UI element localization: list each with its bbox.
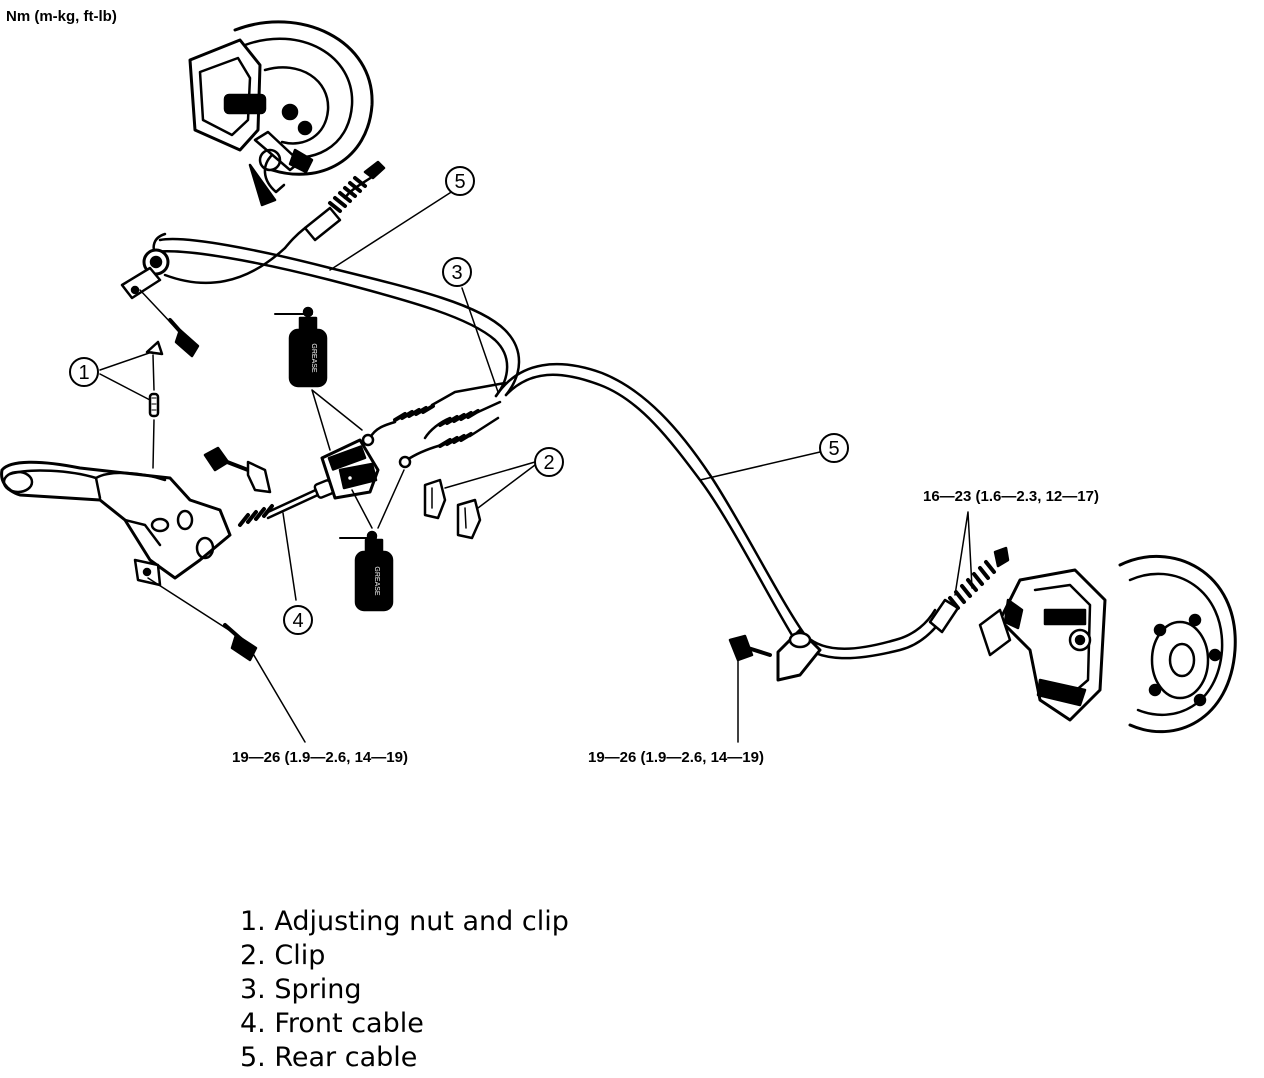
callout-1-number: 1 [78,362,89,384]
grease-label-top: GREASE [310,343,317,373]
torque-spec-caliper-cable: 16—23 (1.6—2.3, 12—17) [923,488,1099,505]
cable-equalizer [320,438,380,500]
upper-bracket-bolt [139,289,200,358]
legend-item-front-cable: 4. Front cable [240,1008,424,1039]
legend-item-spring: 3. Spring [240,974,362,1005]
callout-4: 4 [283,605,313,635]
front-cable [238,479,335,601]
adjusting-nut-and-clip [145,340,164,469]
callout-5-lower: 5 [819,433,849,463]
legend-item-clip: 2. Clip [240,940,326,971]
cable-springs [361,287,507,469]
rear-brake-assembly-left [188,20,374,207]
callout-5-upper: 5 [445,166,475,196]
rear-cable-right-end [928,511,1010,634]
rear-cable-left-end [283,160,386,250]
torque-unit-label: Nm (m-kg, ft-lb) [6,8,117,25]
grease-tube-top [274,306,363,451]
callout-3-number: 3 [451,262,462,284]
torque-spec-bracket-bolt: 19—26 (1.9—2.6, 14—19) [588,749,764,766]
parking-brake-lever [0,460,232,587]
legend-item-rear-cable: 5. Rear cable [240,1042,418,1073]
callout-1: 1 [69,357,99,387]
grease-tube-bottom [339,469,405,612]
mid-bracket-bolt [203,446,272,494]
callout-5-upper-number: 5 [454,171,465,193]
callout-5-lower-number: 5 [828,438,839,460]
rear-cable-lower-run [494,363,947,682]
rear-brake-assembly-right [978,555,1237,734]
lever-mounting-bolt [147,577,306,743]
parts-legend: 1. Adjusting nut and clip 2. Clip 3. Spr… [240,905,569,1075]
rear-cable-upper-run [120,232,521,398]
callout-3: 3 [442,257,472,287]
grease-label-bottom: GREASE [373,566,380,596]
rear-bracket-bolt [728,634,772,743]
callout-2-number: 2 [543,452,554,474]
callout-2: 2 [534,447,564,477]
cable-clips [423,461,536,540]
torque-spec-lever-bolt: 19—26 (1.9—2.6, 14—19) [232,749,408,766]
legend-item-adjusting-nut: 1. Adjusting nut and clip [240,906,569,937]
callout-4-number: 4 [292,610,303,632]
